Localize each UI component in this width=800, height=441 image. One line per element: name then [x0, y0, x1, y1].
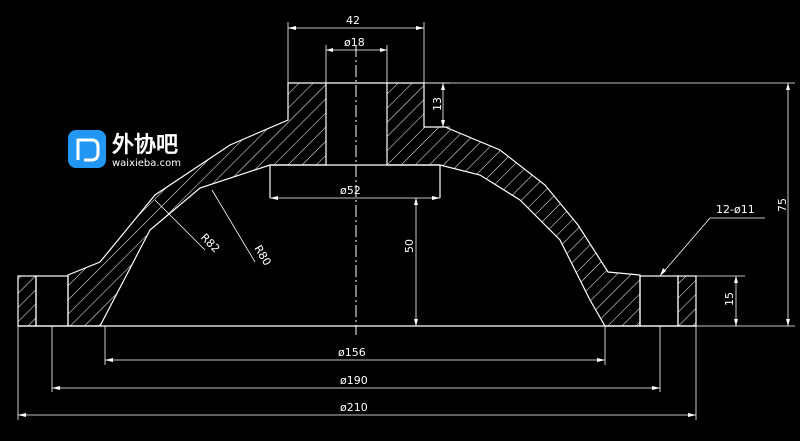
flange-left-gap — [35, 275, 69, 327]
dim-total-height: 75 — [776, 198, 789, 212]
logo-url: waixieba.com — [112, 158, 181, 169]
dim-bolt-circle: ø190 — [340, 374, 368, 387]
flange-left-outer — [17, 275, 37, 327]
dim-hub-height: 13 — [431, 97, 444, 111]
arrowheads — [18, 26, 790, 417]
dim-radius-outer: R82 — [198, 231, 222, 255]
dim-outer-diameter: ø210 — [340, 401, 368, 414]
dim-bore: ø18 — [344, 36, 365, 49]
dim-radius-inner: R80 — [251, 243, 273, 268]
flange-right-gap — [639, 275, 679, 327]
outline — [18, 82, 696, 327]
dim-inner-diameter: ø156 — [338, 346, 366, 359]
dimension-lines — [17, 22, 795, 420]
dim-holes: 12-ø11 — [716, 203, 755, 216]
dim-recess: ø52 — [340, 184, 361, 197]
section-left — [67, 82, 327, 327]
logo-icon-glyph — [76, 138, 100, 162]
dim-flange-thickness: 15 — [723, 292, 736, 306]
logo-icon — [68, 130, 106, 168]
section-right — [386, 82, 641, 327]
flange-right-outer — [677, 275, 697, 327]
dim-top-width: 42 — [346, 14, 360, 27]
logo-name: 外协吧 — [112, 132, 178, 158]
logo: 外协吧 waixieba.com — [68, 130, 181, 169]
dim-depth: 50 — [403, 239, 416, 253]
